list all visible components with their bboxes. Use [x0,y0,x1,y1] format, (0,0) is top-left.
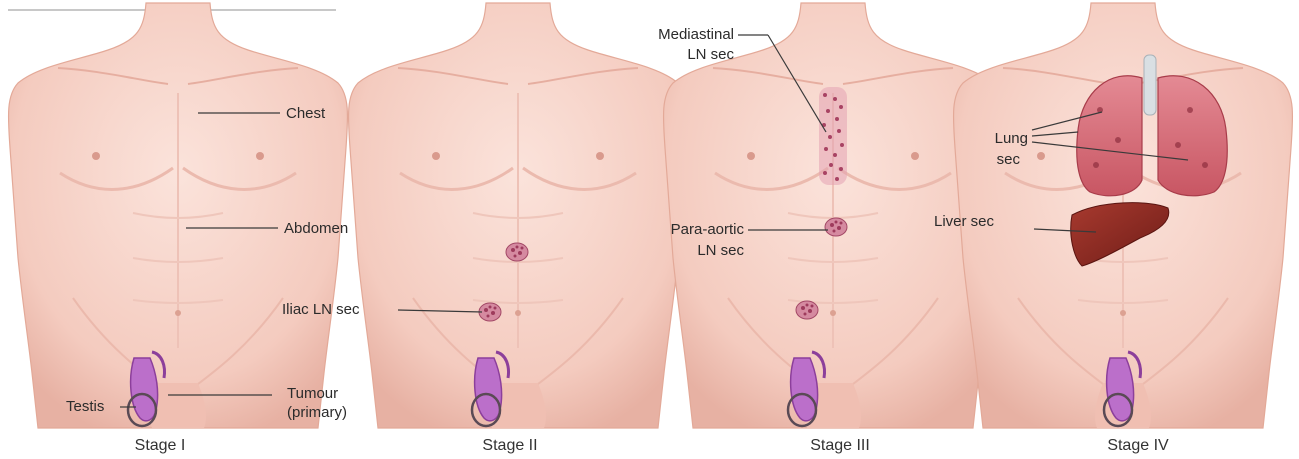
label-paraaortic-line1: Para-aortic [606,221,744,239]
label-chest: Chest [286,105,325,123]
label-testis: Testis [66,398,104,416]
label-mediastinal-line1: Mediastinal [606,26,734,44]
label-lung-line2: sec [940,151,1020,169]
lesion-stage-3-iliac [796,301,818,319]
caption-stage-3: Stage III [750,436,930,456]
caption-stage-1: Stage I [70,436,250,456]
caption-stage-2: Stage II [420,436,600,456]
torso-stage-2 [348,3,687,428]
label-tumour-line2: (primary) [287,404,347,422]
label-tumour-line1: Tumour [287,385,338,403]
trachea [1144,55,1156,115]
lesion-stage-3-paraaortic [825,218,847,236]
mediastinal-nodes [819,87,847,185]
lesion-stage-2-upper [506,243,528,261]
caption-stage-4: Stage IV [1048,436,1228,456]
label-liver: Liver sec [934,213,994,231]
lesion-stage-2-iliac [479,303,501,321]
label-paraaortic-line2: LN sec [606,242,744,260]
label-mediastinal-line2: LN sec [606,46,734,64]
torso-stage-1 [8,3,347,428]
label-lung-line1: Lung [940,130,1028,148]
label-abdomen: Abdomen [284,220,348,238]
label-iliac-ln: Iliac LN sec [282,301,360,319]
